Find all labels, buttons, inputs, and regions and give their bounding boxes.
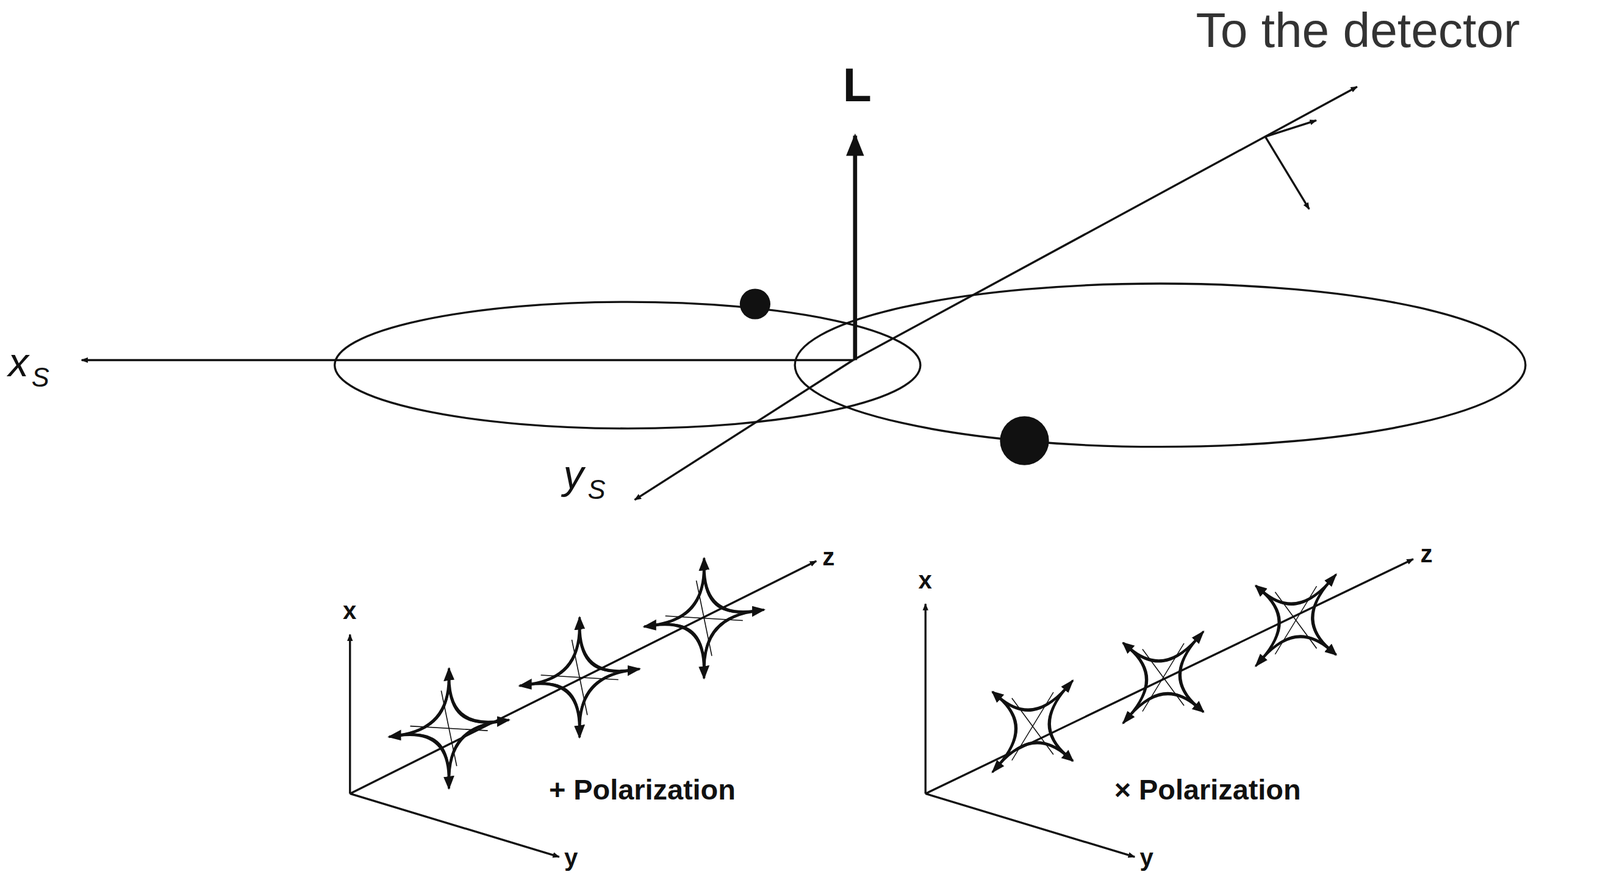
axis-subscript: S (588, 475, 606, 506)
axis-label: x (342, 597, 357, 625)
axis-label: z (822, 544, 835, 571)
axis-label: x (918, 567, 933, 595)
polarization-label: + Polarization (548, 775, 736, 808)
detector-label: To the detector (1196, 4, 1521, 58)
axis-label: y (1140, 844, 1154, 872)
axis-label: y (564, 844, 578, 872)
axis-label: y (563, 452, 584, 498)
polarization-label: × Polarization (1114, 775, 1302, 808)
axis-label: x (7, 339, 29, 385)
axis-subscript: S (31, 363, 50, 393)
angular-momentum-label: L (843, 59, 872, 112)
axis-label: z (1420, 541, 1433, 568)
